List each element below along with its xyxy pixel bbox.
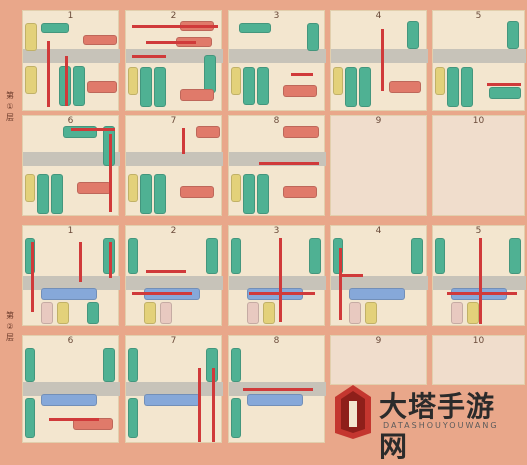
floor2-level-6[interactable]: 6 — [22, 335, 120, 443]
floor2-level-7[interactable]: 7 — [125, 335, 223, 443]
level-number: 4 — [375, 226, 382, 236]
level-number: 6 — [67, 116, 74, 126]
floor1-level-1[interactable]: 1 — [22, 10, 120, 111]
level-number: 8 — [273, 116, 280, 126]
level-number: 7 — [170, 116, 177, 126]
floor-2-label: 第②层 — [6, 311, 14, 342]
floor2-level-2[interactable]: 2 — [125, 225, 223, 326]
level-number: 4 — [375, 11, 382, 21]
floor2-level-1[interactable]: 1 — [22, 225, 120, 326]
level-number: 1 — [67, 226, 74, 236]
floor2-level-8[interactable]: 8 — [228, 335, 326, 443]
tower-logo-icon — [335, 385, 371, 439]
level-number: 2 — [170, 11, 177, 21]
floor1-level-8[interactable]: 8 — [228, 115, 326, 216]
level-number: 10 — [472, 116, 485, 126]
level-number: 1 — [67, 11, 74, 21]
level-number: 10 — [472, 336, 485, 346]
level-number: 3 — [273, 11, 280, 21]
level-number: 2 — [170, 226, 177, 236]
floor1-level-4[interactable]: 4 — [330, 10, 428, 111]
watermark-title: 大塔手游网 — [379, 390, 496, 463]
floor1-level-3[interactable]: 3 — [228, 10, 326, 111]
level-number: 7 — [170, 336, 177, 346]
watermark-logo: 大塔手游网 DATASHOUYOUWANG — [331, 381, 521, 463]
floor1-level-7[interactable]: 7 — [125, 115, 223, 216]
floor1-level-5[interactable]: 5 — [432, 10, 526, 111]
level-number: 5 — [475, 226, 482, 236]
level-number: 9 — [375, 116, 382, 126]
level-number: 3 — [273, 226, 280, 236]
watermark-subtitle: DATASHOUYOUWANG — [383, 421, 499, 430]
floor1-level-9[interactable]: 9 — [330, 115, 427, 216]
floor2-level-10[interactable]: 10 — [432, 335, 525, 385]
level-number: 8 — [273, 336, 280, 346]
level-number: 6 — [67, 336, 74, 346]
floor2-level-9[interactable]: 9 — [330, 335, 427, 385]
level-number: 5 — [475, 11, 482, 21]
floor2-level-4[interactable]: 4 — [330, 225, 428, 326]
floor-1-label: 第①层 — [6, 91, 14, 122]
floor2-level-5[interactable]: 5 — [432, 225, 526, 326]
floor1-level-6[interactable]: 6 — [22, 115, 120, 216]
floor1-level-10[interactable]: 10 — [432, 115, 525, 216]
floor1-level-2[interactable]: 2 — [125, 10, 223, 111]
level-number: 9 — [375, 336, 382, 346]
floor2-level-3[interactable]: 3 — [228, 225, 326, 326]
